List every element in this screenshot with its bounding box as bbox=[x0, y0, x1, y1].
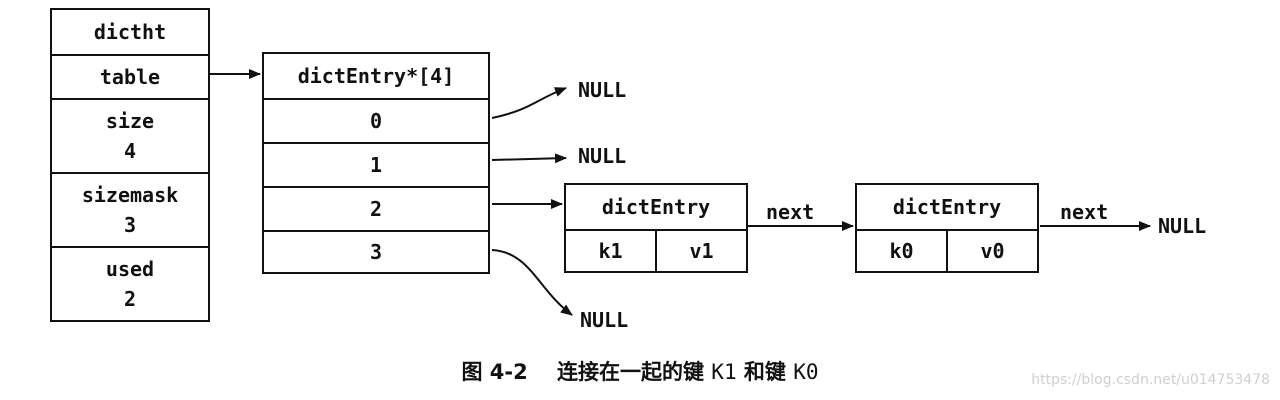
table-array-header: dictEntry*[4] bbox=[297, 64, 455, 88]
arrow-slot3-null bbox=[491, 249, 573, 316]
null-label-slot1: NULL bbox=[578, 144, 627, 168]
dict-entry-k1: dictEntry k1 v1 bbox=[564, 183, 748, 273]
entry-key: k0 bbox=[857, 229, 948, 271]
table-slot-1: 1 bbox=[264, 142, 488, 186]
dictht-used-field: used 2 bbox=[52, 246, 208, 320]
dictht-sizemask-field: sizemask 3 bbox=[52, 172, 208, 246]
caption-key-k0: K0 bbox=[793, 360, 819, 384]
figure-caption: 图 4-2 连接在一起的键 K1 和键 K0 bbox=[0, 356, 1280, 386]
watermark: https://blog.csdn.net/u014753478 bbox=[1031, 372, 1270, 388]
entry-value: v0 bbox=[948, 229, 1037, 271]
dict-entry-header: dictEntry bbox=[601, 195, 711, 219]
dictht-size-field: size 4 bbox=[52, 98, 208, 172]
null-label-slot0: NULL bbox=[578, 78, 627, 102]
dictht-header: dictht bbox=[93, 20, 167, 44]
used-label: used bbox=[105, 257, 155, 281]
used-value: 2 bbox=[123, 287, 137, 311]
size-label: size bbox=[105, 109, 155, 133]
null-label-end: NULL bbox=[1158, 214, 1207, 238]
figure-number: 图 4-2 bbox=[461, 360, 528, 384]
table-slot-3: 3 bbox=[264, 230, 488, 272]
dict-entry-header: dictEntry bbox=[892, 195, 1002, 219]
arrow-slot1-null bbox=[491, 153, 567, 164]
next-label-k0: next bbox=[1060, 200, 1109, 224]
dictht-struct: dictht table size 4 sizemask 3 used 2 bbox=[50, 8, 210, 322]
table-slot-0: 0 bbox=[264, 98, 488, 142]
sizemask-value: 3 bbox=[123, 213, 137, 237]
sizemask-label: sizemask bbox=[81, 183, 179, 207]
table-array: dictEntry*[4] 0 1 2 3 bbox=[262, 52, 490, 274]
caption-key-k1: K1 bbox=[711, 360, 737, 384]
caption-text-b: 和键 bbox=[743, 360, 786, 384]
size-value: 4 bbox=[123, 139, 137, 163]
arrow-slot0-null bbox=[491, 87, 567, 119]
entry-key: k1 bbox=[566, 229, 657, 271]
dict-entry-k0: dictEntry k0 v0 bbox=[855, 183, 1039, 273]
entry-value: v1 bbox=[657, 229, 746, 271]
next-label-k1: next bbox=[766, 200, 815, 224]
caption-text-a: 连接在一起的键 bbox=[556, 360, 704, 384]
dictht-table-field: table bbox=[52, 54, 208, 98]
null-label-slot3: NULL bbox=[580, 308, 629, 332]
table-slot-2: 2 bbox=[264, 186, 488, 230]
